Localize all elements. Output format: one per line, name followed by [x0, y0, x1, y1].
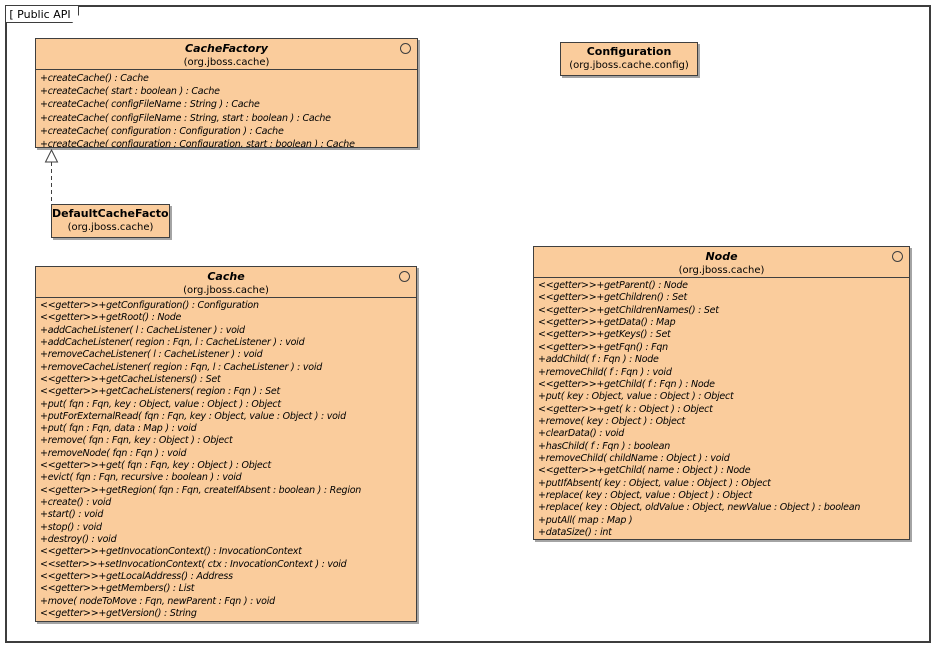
method-line: +hasChild( f : Fqn ) : boolean [538, 440, 670, 452]
class-title: CacheFactory [185, 42, 268, 55]
method-line: +start() : void [40, 509, 104, 521]
method-line: +destroy() : void [40, 533, 117, 545]
method-line: +createCache( start : boolean ) : Cache [40, 86, 220, 98]
method-line: +removeCacheListener( region : Fqn, l : … [40, 361, 323, 373]
method-line: +removeChild( childName : Object ) : voi… [538, 453, 730, 465]
method-line: <<getter>>+getKeys() : Set [538, 329, 671, 341]
method-line: <<getter>>+getData() : Map [538, 317, 676, 329]
method-line: +replace( key : Object, value : Object )… [538, 490, 752, 502]
circle-icon [399, 271, 410, 282]
method-line: +createCache( configuration : Configurat… [40, 125, 284, 137]
methods-compartment: <<getter>>+getParent() : Node<<getter>>+… [534, 278, 909, 539]
method-line: +createCache() : Cache [40, 73, 149, 84]
realization-arrow [44, 149, 59, 205]
method-line: <<getter>>+getParent() : Node [538, 280, 688, 291]
method-line: +remove( fqn : Fqn, key : Object ) : Obj… [40, 435, 233, 447]
method-line: +stop() : void [40, 521, 102, 533]
class-box-configuration[interactable]: Configuration (org.jboss.cache.config) [560, 42, 698, 76]
class-box-cachefactory[interactable]: CacheFactory (org.jboss.cache) +createCa… [35, 38, 418, 148]
method-line: <<getter>>+getLocalAddress() : Address [40, 570, 233, 582]
frame-title-tab: [ Public API ] [5, 5, 79, 23]
package-name: (org.jboss.cache) [67, 222, 154, 233]
method-line: +clearData() : void [538, 428, 625, 440]
method-line: <<getter>>+getChild( name : Object ) : N… [538, 465, 751, 477]
method-line: +createCache( configuration : Configurat… [40, 139, 355, 147]
method-line: <<getter>>+get( fqn : Fqn, key : Object … [40, 460, 271, 472]
package-name: (org.jboss.cache) [678, 265, 765, 276]
method-line: <<getter>>+getChildrenNames() : Set [538, 304, 719, 316]
methods-compartment: <<getter>>+getConfiguration() : Configur… [36, 298, 416, 621]
class-box-node[interactable]: Node (org.jboss.cache) <<getter>>+getPar… [533, 246, 910, 540]
method-line: +dataSize() : int [538, 527, 612, 539]
method-line: <<getter>>+getChildren() : Set [538, 292, 687, 304]
class-header: Cache (org.jboss.cache) [36, 267, 416, 298]
method-line: +evict( fqn : Fqn, recursive : boolean )… [40, 472, 242, 484]
method-line: +createCache( configFileName : String ) … [40, 99, 260, 111]
class-box-cache[interactable]: Cache (org.jboss.cache) <<getter>>+getCo… [35, 266, 417, 622]
method-line: +putIfAbsent( key : Object, value : Obje… [538, 477, 771, 489]
package-name: (org.jboss.cache) [183, 285, 269, 296]
method-line: +move( nodeToMove : Fqn, newParent : Fqn… [40, 595, 275, 607]
class-title: Node [705, 250, 738, 263]
method-line: +addCacheListener( region : Fqn, l : Cac… [40, 336, 305, 348]
class-title: DefaultCacheFactory [52, 207, 170, 220]
method-line: <<getter>>+getConfiguration() : Configur… [40, 300, 259, 311]
method-line: +put( fqn : Fqn, data : Map ) : void [40, 423, 197, 435]
package-name: (org.jboss.cache) [183, 57, 270, 68]
hollow-triangle-arrowhead [44, 149, 59, 163]
circle-icon [400, 43, 411, 54]
method-line: <<getter>>+getFqn() : Fqn [538, 341, 668, 353]
class-box-defaultcachefactory[interactable]: DefaultCacheFactory (org.jboss.cache) [51, 204, 170, 238]
method-line: +addCacheListener( l : CacheListener ) :… [40, 324, 245, 336]
method-line: <<setter>>+setInvocationContext( ctx : I… [40, 558, 347, 570]
method-line: +create() : void [40, 497, 112, 508]
class-header: Configuration (org.jboss.cache.config) [561, 43, 697, 72]
diagram-frame [5, 5, 931, 643]
method-line: <<getter>>+getCacheListeners( region : F… [40, 386, 280, 398]
methods-compartment: +createCache() : Cache +createCache( star… [36, 70, 417, 147]
method-line: <<getter>>+get( k : Object ) : Object [538, 403, 713, 415]
class-title: Configuration [586, 45, 672, 58]
method-line: +removeNode( fqn : Fqn ) : void [40, 447, 187, 459]
class-header: Node (org.jboss.cache) [534, 247, 909, 278]
method-line: <<getter>>+getRoot() : Node [40, 312, 182, 324]
method-line: <<getter>>+getCacheListeners() : Set [40, 373, 221, 385]
method-line: +remove( key : Object ) : Object [538, 415, 686, 427]
method-line: <<getter>>+getVersion() : String [40, 607, 197, 619]
method-line: +removeCacheListener( l : CacheListener … [40, 349, 263, 361]
method-line: +replace( key : Object, oldValue : Objec… [538, 502, 861, 514]
method-line: <<getter>>+getRegion( fqn : Fqn, createI… [40, 484, 362, 496]
method-line: +put( fqn : Fqn, key : Object, value : O… [40, 398, 281, 410]
method-line: +put( key : Object, value : Object ) : O… [538, 391, 734, 403]
circle-icon [892, 251, 903, 262]
class-header: CacheFactory (org.jboss.cache) [36, 39, 417, 70]
method-line: <<getter>>+getInvocationContext() : Invo… [40, 546, 302, 558]
method-line: <<getter>>+getChild( f : Fqn ) : Node [538, 378, 715, 390]
method-line: +createCache( configFileName : String, s… [40, 112, 331, 124]
frame-title: [ Public API ] [9, 8, 71, 38]
class-title: Cache [207, 270, 245, 283]
method-line: <<getter>>+getMembers() : List [40, 583, 195, 595]
method-line: +addChild( f : Fqn ) : Node [538, 354, 659, 366]
class-header: DefaultCacheFactory (org.jboss.cache) [52, 205, 169, 234]
package-name: (org.jboss.cache.config) [569, 60, 689, 71]
method-line: +putForExternalRead( fqn : Fqn, key : Ob… [40, 410, 346, 422]
method-line: +putAll( map : Map ) [538, 514, 633, 526]
method-line: +removeChild( f : Fqn ) : void [538, 366, 672, 378]
